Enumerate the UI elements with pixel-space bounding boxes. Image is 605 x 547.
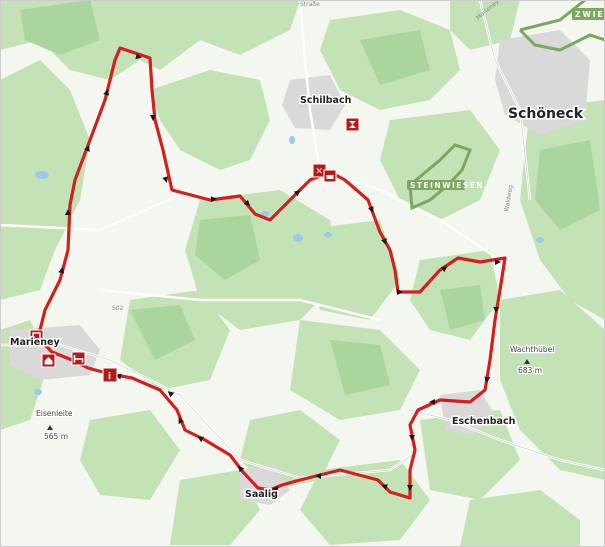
steinwiesen-protected-area [408, 143, 472, 211]
steinwiesen-label-group: STEINWIESEN [407, 180, 484, 190]
peak-elevation-wachthuebel: 683 m [518, 366, 542, 375]
place-label-schilbach: Schilbach [300, 95, 352, 106]
peak-label-eisenleite: Eisenleite [36, 409, 73, 418]
road-label-right: Waldweg [503, 184, 515, 212]
water-bodies [34, 136, 544, 395]
wachthuebel-peak-icon [524, 359, 530, 364]
road-label-top: Straße [300, 1, 320, 8]
area-label-top-right: ZWIE [575, 10, 605, 19]
forest-dark-areas [20, 0, 600, 395]
place-label-eschenbach: Eschenbach [452, 416, 516, 427]
hotel-icon[interactable] [323, 169, 337, 183]
road-label-left: S02 [112, 305, 124, 312]
house-icon[interactable] [41, 353, 56, 368]
peak-label-wachthuebel: Wachthübel [510, 345, 554, 354]
viewpoint-icon[interactable] [345, 117, 360, 132]
place-label-marieney: Marieney [10, 337, 60, 348]
district-border [518, 0, 605, 52]
svg-text:i: i [108, 372, 111, 382]
area-label-steinwiesen: STEINWIESEN [410, 181, 484, 190]
peak-elevation-eisenleite: 565 m [44, 432, 68, 441]
road-casing [0, 0, 605, 479]
lodging-icon[interactable] [71, 351, 86, 366]
info-icon[interactable]: i [102, 367, 118, 383]
corner-area-label-group: ZWIE [572, 8, 605, 20]
place-label-saalig: Saalig [245, 489, 278, 500]
svg-text:✕: ✕ [316, 167, 324, 177]
place-label-schoeneck: Schöneck [508, 106, 584, 122]
route-direction-arrows [58, 53, 501, 492]
poi-markers[interactable]: ✕ i [29, 117, 360, 383]
eisenleite-peak-icon [47, 425, 53, 430]
parking-icon[interactable] [29, 329, 44, 344]
